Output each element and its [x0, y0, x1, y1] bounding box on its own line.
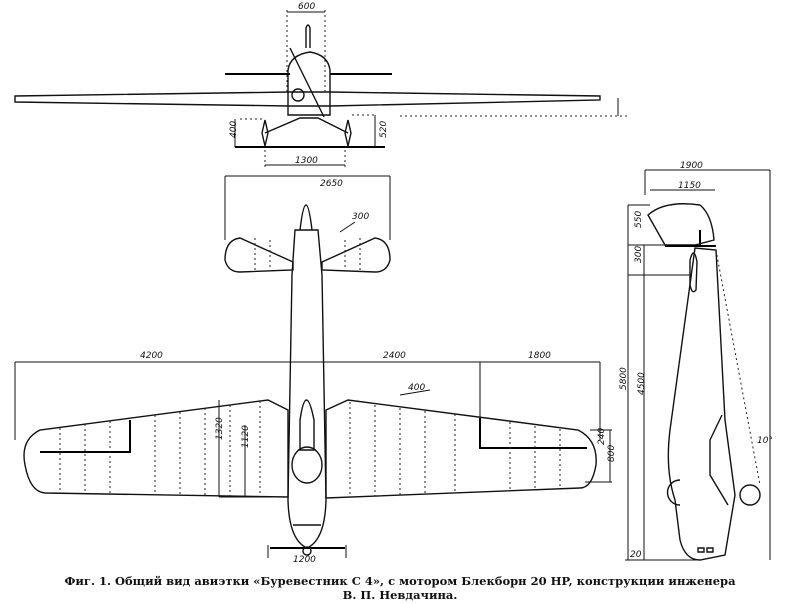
dim-gear-height-left: 400 [229, 121, 239, 138]
top-fuselage [287, 229, 327, 549]
side-vertical-tail [647, 203, 715, 246]
top-windscreen [299, 399, 315, 451]
dim-track: 1300 [295, 156, 318, 166]
caption-line-2: В. П. Невдачина. [342, 588, 458, 602]
ailerons [40, 418, 587, 453]
dim-nose-offset: 20 [630, 550, 642, 560]
dim-ground-angle: 10° [757, 436, 773, 446]
side-engine-detail [697, 547, 714, 553]
dim-fin-height: 550 [634, 211, 644, 228]
figure-caption: Фиг. 1. Общий вид авиэтки «Буревестник С… [40, 574, 760, 602]
dim-fin-length: 1900 [680, 161, 703, 171]
dim-gear-height-right: 520 [379, 121, 389, 138]
dim-root-chord: 1320 [215, 417, 225, 440]
dim-tip-chord: 800 [607, 445, 617, 462]
side-strut [709, 414, 729, 506]
side-stabilizer [665, 230, 716, 247]
side-cockpit [666, 479, 681, 506]
dim-propeller-width: 600 [298, 2, 315, 12]
dim-stab-offset: 300 [634, 246, 644, 263]
dim-fuselage-length: 4500 [637, 372, 647, 395]
front-fuselage [287, 51, 331, 116]
dim-aileron-chord: 400 [408, 383, 425, 393]
front-wing [14, 91, 601, 107]
top-cockpit [291, 446, 323, 484]
front-landing-gear [264, 117, 349, 134]
dim-span-mid: 2400 [383, 351, 406, 361]
dim-tail-chord: 300 [352, 212, 369, 222]
front-engine [291, 88, 305, 102]
side-view: 1900 1150 10° 550 300 5800 4500 20 [619, 161, 773, 561]
dim-tip-offset: 240 [597, 428, 607, 445]
front-propeller [289, 47, 325, 118]
dim-rudder: 1150 [678, 181, 701, 191]
top-fin [299, 204, 313, 231]
side-wheel [739, 484, 761, 506]
top-view: 2650 300 1200 4200 2400 1800 400 1320 11… [14, 175, 617, 565]
left-wing [23, 399, 289, 498]
horizontal-tail [224, 237, 391, 273]
right-wing [325, 399, 597, 499]
dim-span-tip: 1800 [528, 351, 551, 361]
caption-line-1: Фиг. 1. Общий вид авиэтки «Буревестник С… [64, 574, 736, 588]
dim-nose-width: 1200 [293, 555, 316, 565]
dim-tail-span: 2650 [320, 179, 343, 189]
side-fuselage [667, 247, 736, 561]
front-wheels [261, 119, 352, 147]
front-fin [305, 24, 311, 48]
dim-inner-chord: 1120 [241, 425, 251, 448]
front-view: 600 400 520 1300 [14, 2, 630, 168]
dim-overall-length: 5800 [619, 367, 629, 390]
spinner [302, 546, 312, 556]
side-fin-edge [689, 252, 698, 293]
dim-half-span: 4200 [140, 351, 163, 361]
